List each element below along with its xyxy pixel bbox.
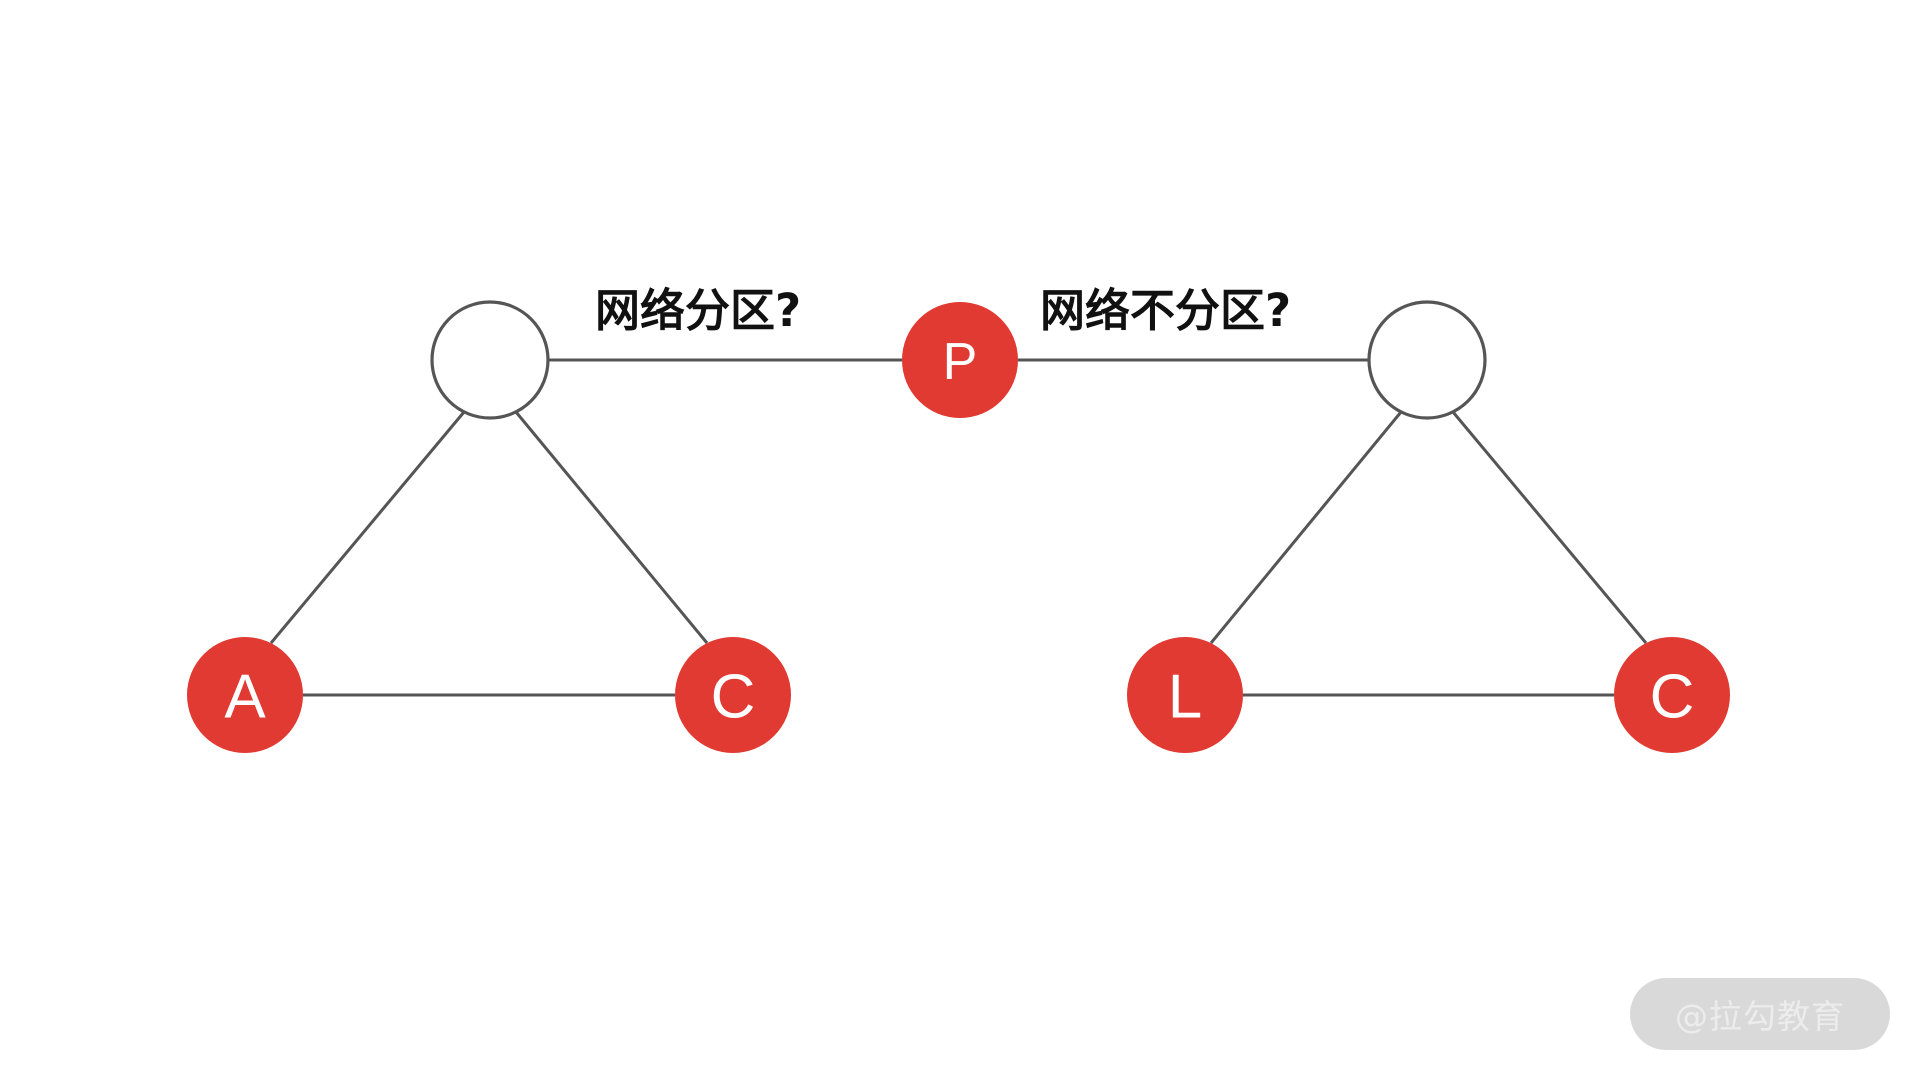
node-p-label: P [943, 333, 978, 391]
watermark-label: @拉勾教育 [1675, 997, 1845, 1036]
node-l-circle[interactable] [1127, 637, 1243, 753]
edge-lefttop-to-a [269, 411, 466, 644]
node-right-c-circle[interactable] [1614, 637, 1730, 753]
node-right-top-circle[interactable] [1367, 300, 1487, 420]
nodes-group: A C P L C [187, 300, 1730, 753]
node-left-c[interactable]: C [675, 637, 791, 753]
node-l[interactable]: L [1127, 637, 1243, 753]
node-l-label: L [1168, 663, 1202, 732]
edge-righttop-to-l [1209, 411, 1403, 644]
node-a[interactable]: A [187, 637, 303, 753]
annotation-network-no-partition: 网络不分区? [1040, 284, 1292, 337]
node-a-circle[interactable] [187, 637, 303, 753]
edges-group [269, 358, 1648, 697]
node-right-c[interactable]: C [1614, 637, 1730, 753]
node-left-c-circle[interactable] [675, 637, 791, 753]
watermark-badge: @拉勾教育 [1630, 978, 1890, 1050]
node-right-c-label: C [1650, 663, 1695, 732]
annotation-network-partition: 网络分区? [595, 284, 802, 337]
node-a-label: A [224, 663, 266, 732]
node-p[interactable]: P [902, 302, 1018, 418]
node-left-top-circle[interactable] [430, 300, 550, 420]
edge-righttop-to-c [1451, 411, 1648, 644]
edge-lefttop-to-c [514, 411, 709, 644]
node-left-c-label: C [711, 663, 756, 732]
node-p-circle[interactable] [902, 302, 1018, 418]
